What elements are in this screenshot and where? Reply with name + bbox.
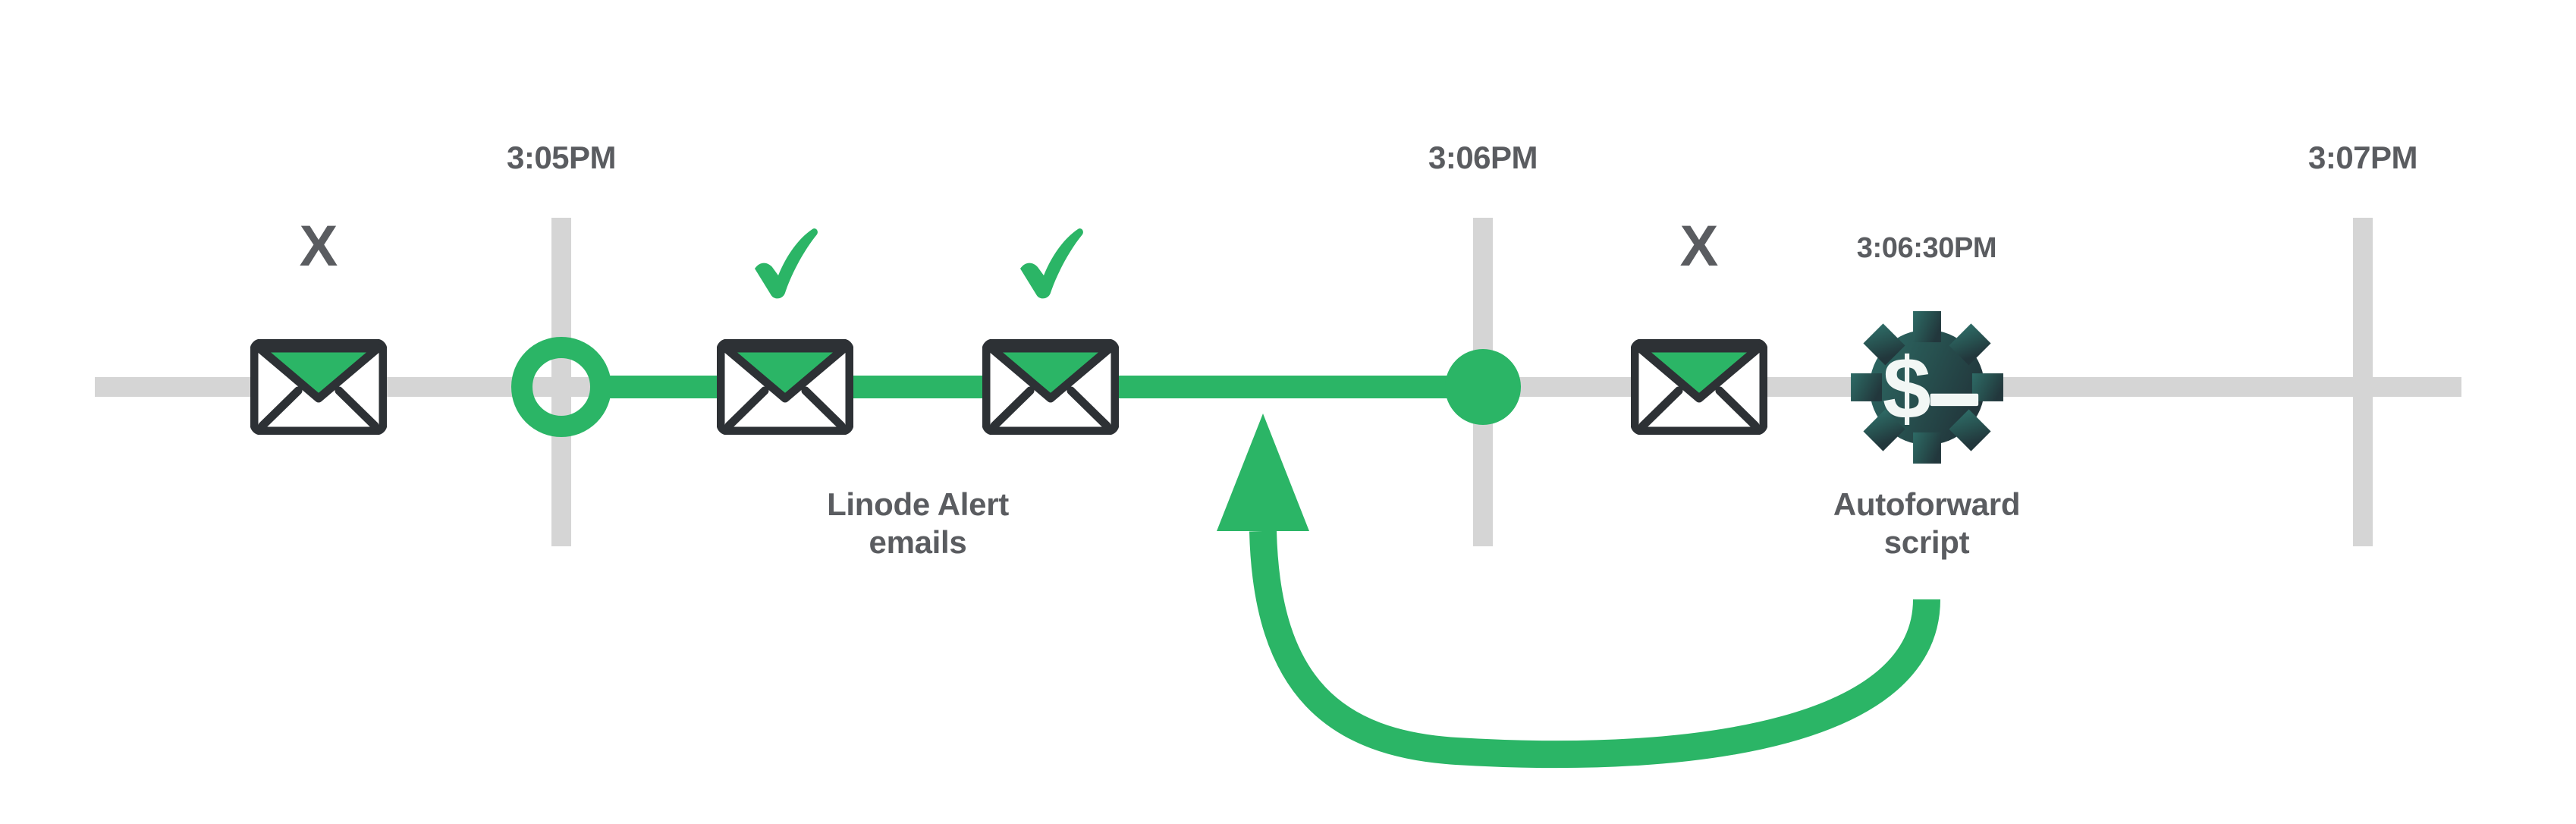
segment-end-dot bbox=[1445, 349, 1521, 425]
tick-label-307: 3:07PM bbox=[2307, 140, 2418, 175]
tick-label-305: 3:05PM bbox=[506, 140, 617, 175]
label-alert-emails: Linode Alert emails bbox=[827, 486, 1009, 561]
envelope-icon bbox=[254, 343, 383, 431]
x-mark-icon: X bbox=[1679, 214, 1719, 278]
label-autoforward-line1: Autoforward bbox=[1833, 486, 2021, 522]
gear-dollar-icon bbox=[1851, 311, 2003, 464]
script-run-time: 3:06:30PM bbox=[1856, 232, 1997, 264]
feedback-arrow bbox=[1217, 414, 1940, 769]
envelope-icon bbox=[986, 343, 1115, 431]
envelope-icon bbox=[721, 343, 850, 431]
label-alert-emails-line1: Linode Alert bbox=[827, 486, 1009, 522]
x-mark-icon: X bbox=[299, 214, 338, 278]
envelope-icon bbox=[1635, 343, 1764, 431]
tick-label-306: 3:06PM bbox=[1428, 140, 1538, 175]
check-mark-icon bbox=[1020, 228, 1083, 299]
segment-start-ring bbox=[511, 337, 611, 437]
label-autoforward-script: Autoforward script bbox=[1833, 486, 2021, 561]
label-autoforward-line2: script bbox=[1883, 524, 1970, 560]
label-alert-emails-line2: emails bbox=[869, 524, 967, 560]
check-mark-icon bbox=[755, 228, 818, 299]
